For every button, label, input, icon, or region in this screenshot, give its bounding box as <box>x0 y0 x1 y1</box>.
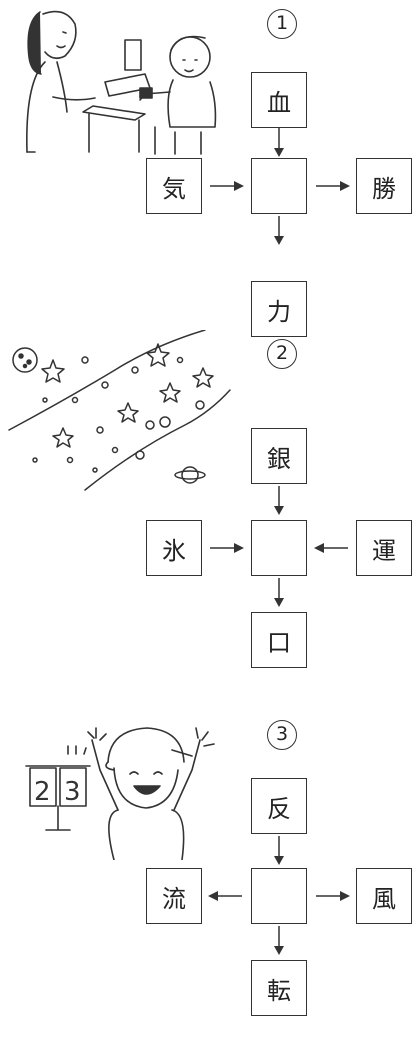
svg-text:3: 3 <box>64 777 81 807</box>
puzzle-number: 2 <box>267 339 297 369</box>
top-kanji-box: 血 <box>251 72 307 128</box>
blood-pressure-check-icon <box>26 10 217 155</box>
answer-box[interactable] <box>251 868 307 924</box>
bottom-kanji-box: 口 <box>251 612 307 668</box>
right-kanji-box: 運 <box>356 520 412 576</box>
arrow-down-icon <box>274 926 284 955</box>
arrow-down-icon <box>274 578 284 607</box>
right-kanji-box: 勝 <box>356 158 412 214</box>
left-kanji-box: 流 <box>146 868 202 924</box>
arrow-left-icon <box>314 543 348 553</box>
arrow-right-icon <box>316 181 350 191</box>
arrow-left-icon <box>208 891 242 901</box>
puzzle-number: 3 <box>267 720 297 750</box>
answer-box[interactable] <box>251 520 307 576</box>
left-kanji-box: 気 <box>146 158 202 214</box>
arrow-down-icon <box>274 128 284 157</box>
top-kanji-box: 銀 <box>251 428 307 484</box>
arrow-right-icon <box>210 543 244 553</box>
top-kanji-box: 反 <box>251 778 307 834</box>
answer-box[interactable] <box>251 158 307 214</box>
left-kanji-box: 氷 <box>146 520 202 576</box>
galaxy-stars-icon <box>8 330 231 491</box>
puzzle-number: 1 <box>267 9 297 39</box>
bottom-kanji-box: 力 <box>251 281 307 337</box>
cheering-child-scoreboard-icon: 2 3 <box>25 727 215 860</box>
bottom-kanji-box: 転 <box>251 960 307 1016</box>
arrow-down-icon <box>274 216 284 245</box>
arrow-right-icon <box>210 181 244 191</box>
arrow-right-icon <box>316 891 350 901</box>
arrow-down-icon <box>274 486 284 515</box>
arrow-down-icon <box>274 836 284 865</box>
svg-text:2: 2 <box>34 777 51 807</box>
right-kanji-box: 風 <box>356 868 412 924</box>
